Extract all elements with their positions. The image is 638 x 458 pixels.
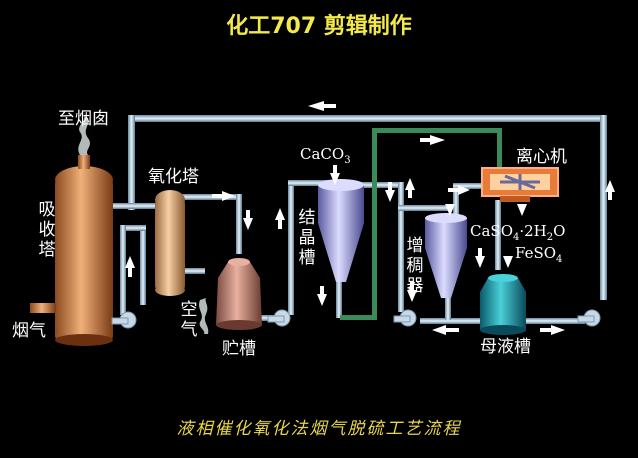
chimney-label: 至烟囱 xyxy=(58,109,109,129)
arrow-down-icon xyxy=(385,190,395,202)
mother-liquor-label: 母液槽 xyxy=(480,337,531,357)
arrow-down-icon xyxy=(243,218,253,230)
oxidizer-label: 氧化塔 xyxy=(148,167,199,187)
crystallizer xyxy=(318,179,364,282)
flue-gas-label: 烟气 xyxy=(12,321,46,341)
absorber-tower xyxy=(30,155,113,346)
arrow-right-icon xyxy=(551,325,565,335)
storage-tank xyxy=(216,258,262,330)
arrow-up-icon xyxy=(405,178,415,190)
pumps xyxy=(111,309,601,329)
smoke-icon xyxy=(78,116,90,155)
page-title: 化工707 剪辑制作 xyxy=(226,14,412,39)
diagram-caption: 液相催化氧化法烟气脱硫工艺流程 xyxy=(176,419,462,439)
arrow-up-icon xyxy=(275,208,285,220)
oxidation-tower xyxy=(155,190,205,296)
green-pipe xyxy=(340,128,502,320)
arrow-left-icon xyxy=(432,325,446,335)
arrow-left-icon xyxy=(308,101,324,111)
storage-label: 贮槽 xyxy=(222,339,256,359)
mother-liquor-tank xyxy=(480,274,526,335)
arrow-down-icon xyxy=(330,173,340,185)
centrifuge xyxy=(481,167,559,202)
arrow-right-icon xyxy=(222,191,235,201)
flow-arrows xyxy=(125,101,615,335)
air-label: 空气 xyxy=(180,300,198,340)
pipes xyxy=(110,115,607,324)
arrow-down-icon xyxy=(503,256,513,268)
air-inlet-icon xyxy=(199,298,209,334)
arrow-down-icon xyxy=(407,290,417,302)
arrow-down-icon xyxy=(445,204,455,216)
arrow-down-icon xyxy=(517,204,527,216)
centrifuge-label: 离心机 xyxy=(516,147,567,167)
arrow-right-icon xyxy=(430,135,445,145)
absorber-label: 吸收塔 xyxy=(38,200,56,260)
thickener-label: 增稠器 xyxy=(406,236,424,296)
gypsum-label: CaSO4·2H2O xyxy=(470,222,566,243)
arrow-right-icon xyxy=(458,185,470,195)
arrow-down-icon xyxy=(475,256,485,268)
caco3-label: CaCO3 xyxy=(300,145,351,166)
feso4-label: FeSO4 xyxy=(515,244,563,265)
thickener xyxy=(425,213,467,298)
crystallizer-label: 结晶槽 xyxy=(298,208,316,268)
arrow-down-icon xyxy=(317,294,327,306)
arrow-up-icon xyxy=(125,256,135,268)
arrow-up-icon xyxy=(605,180,615,192)
